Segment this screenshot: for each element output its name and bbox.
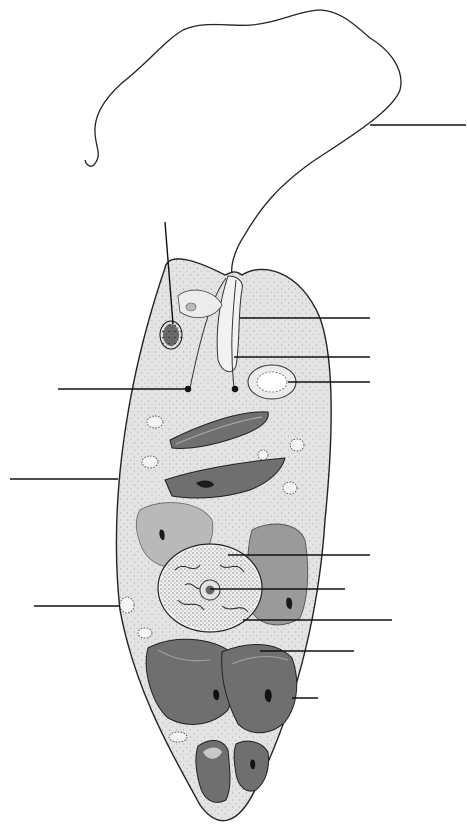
paramylon-granule (147, 416, 163, 428)
paramylon-granule (169, 732, 187, 742)
paramylon-granule (120, 597, 134, 613)
eyespot-small (186, 303, 196, 311)
nucleolus-core (206, 586, 215, 595)
contractile-vacuole-inner (257, 372, 287, 392)
paramylon-granule (290, 439, 304, 451)
paramylon-granule (142, 456, 158, 468)
eyespot-core (163, 324, 179, 346)
paramylon-granule (283, 482, 297, 494)
basal-body-right (232, 386, 239, 393)
paramylon-granule (138, 628, 152, 638)
paramylon-granule (258, 450, 268, 460)
flagellum (85, 10, 401, 275)
